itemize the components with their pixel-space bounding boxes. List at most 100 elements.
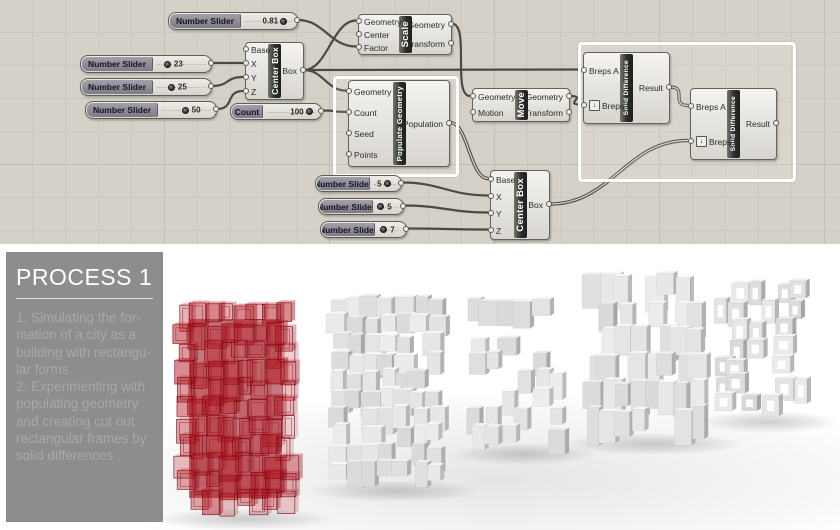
input-port[interactable] [688,102,694,109]
input-port[interactable] [346,87,352,94]
input-port[interactable] [243,88,249,94]
slider-track[interactable]: 100 [263,105,320,118]
slider-track[interactable]: 23 [153,57,210,71]
wire [216,89,244,111]
input-port[interactable] [488,175,494,182]
component-name: Center Box [269,47,280,95]
output-port[interactable] [448,40,454,47]
input-label: ↓Breps B [589,100,632,111]
input-port[interactable] [488,209,494,216]
process-panel: PROCESS 1 1. Simulating the for- mation … [6,252,163,522]
output-port[interactable] [566,109,572,115]
component-name-bar: Center Box [513,172,527,238]
slider-track[interactable]: 25 [153,80,210,94]
input-label: Breps A [696,102,726,112]
output-port[interactable] [208,60,214,66]
slider-knob-icon[interactable] [305,108,313,115]
input-port[interactable] [243,60,249,66]
output-label: Geometry [526,92,563,102]
output-port[interactable] [398,179,404,186]
output-port[interactable] [448,20,454,27]
slider-knob-icon[interactable] [377,203,385,210]
output-port[interactable] [294,17,300,23]
input-label: Geometry [478,92,515,102]
input-port[interactable] [356,17,362,24]
flatten-icon[interactable]: ↓ [696,136,707,147]
input-port[interactable] [346,130,352,137]
output-port[interactable] [566,93,572,99]
input-port[interactable] [356,43,362,50]
wire [569,94,582,106]
input-port[interactable] [470,109,476,115]
output-port[interactable] [403,225,409,232]
output-port[interactable] [446,119,452,126]
slider-knob-icon[interactable] [383,180,391,187]
slider-track[interactable]: 50 [158,103,215,117]
wire [451,22,471,98]
input-label-text: Factor [364,42,389,53]
flatten-icon[interactable]: ↓ [589,100,600,111]
slider-track[interactable]: 7 [375,223,405,236]
input-label-text: Z [251,87,257,97]
slider-track[interactable]: 0.81 [241,14,296,28]
output-port[interactable] [546,201,552,207]
output-port[interactable] [208,83,214,89]
input-label-text: Geometry [478,92,516,102]
slider-knob-icon[interactable] [163,60,171,68]
slider-track[interactable]: 5 [370,177,400,190]
slider-knob-icon[interactable] [167,83,175,91]
input-port[interactable] [243,74,249,80]
slider-name-text: Number Slider [175,16,235,26]
slider-knob-icon[interactable] [181,106,189,114]
slider-name-label: Number Slider [322,223,375,236]
input-port[interactable] [488,226,494,233]
slider-value: 25 [177,82,187,92]
input-port[interactable] [688,137,694,144]
slider-knob-icon[interactable] [380,226,388,233]
input-port[interactable] [346,108,352,115]
ground-shadow [697,411,840,433]
input-port[interactable] [346,151,352,158]
input-label: X [496,192,502,202]
input-label: ↓Breps B [696,136,739,147]
output-port[interactable] [400,202,406,209]
output-port[interactable] [300,67,306,73]
input-port[interactable] [470,93,476,99]
input-port[interactable] [488,192,494,199]
input-label: Y [251,73,257,83]
output-port[interactable] [666,84,672,90]
panel-divider [16,298,153,299]
input-port[interactable] [581,101,587,108]
output-port[interactable] [213,106,219,112]
input-port[interactable] [356,30,362,37]
wire [303,68,582,72]
input-port[interactable] [581,66,587,73]
input-label-text: Breps A [696,101,726,112]
component-name-bar: Move [514,90,528,120]
slider-value: 7 [390,225,395,234]
slider-name-label: Count [232,105,263,118]
output-label-text: Transform [524,108,563,118]
slider-7[interactable]: Number Slider 7 [320,221,409,238]
slider-track[interactable]: 5 [373,200,402,213]
input-label: Z [251,87,256,97]
input-port[interactable] [243,46,249,52]
slider-knob-icon[interactable] [280,17,288,25]
output-port[interactable] [773,120,779,126]
output-port[interactable] [318,107,324,114]
slider-0-81[interactable]: Number Slider 0.81 [168,12,300,30]
